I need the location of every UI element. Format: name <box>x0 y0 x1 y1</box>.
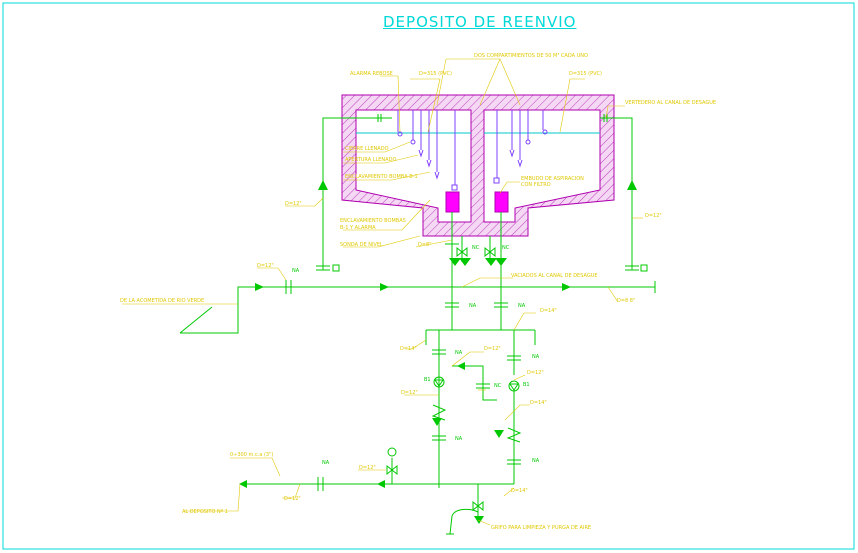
flow-arrows <box>239 180 637 524</box>
label-na-f: NA <box>532 458 540 464</box>
label-na-c: NA <box>455 350 463 356</box>
label-embudo: EMBUDO DE ASPIRACION <box>521 176 584 182</box>
suction-filter-left <box>445 191 460 213</box>
label-vaciados: VACIADOS AL CANAL DE DESAGUE <box>511 273 598 279</box>
label-d14-right: D=14" <box>530 400 547 406</box>
label-cierre-llenado: CIERRE LLENADO <box>345 146 389 152</box>
label-apertura-llenado: APERTURA LLENADO <box>345 157 397 163</box>
label-nc-1: NC <box>472 245 480 251</box>
drawing-title: DEPOSITO DE REENVIO <box>383 13 577 31</box>
label-d14-left: D=14" <box>400 346 417 352</box>
label-d14-top: D=14" <box>540 308 557 314</box>
label-na-e: NA <box>455 436 463 442</box>
label-sonda-nivel: SONDA DE NIVEL <box>340 242 383 248</box>
label-d8-center: D=8" <box>418 242 432 248</box>
label-enclavamiento-b1: ENCLAVAMIENTO BOMBA B-1 <box>345 174 418 180</box>
label-d12-right: D=12" <box>645 213 662 219</box>
label-nc-2: NC <box>502 245 510 251</box>
label-compartments: DOS COMPARTIMIENTOS DE 50 M³ CADA UNO <box>474 53 588 59</box>
label-d315-right: D=315 (PVC) <box>569 71 603 77</box>
label-d14-bottom: D=14" <box>511 488 528 494</box>
label-na-inlet: NA <box>292 268 300 274</box>
suction-filter-right <box>494 191 509 213</box>
label-con-filtro: CON FILTRO <box>521 182 551 188</box>
label-grifo: GRIFO PARA LIMPIEZA Y PURGA DE AIRE <box>491 525 592 531</box>
tank <box>341 94 615 237</box>
label-alarma-rebose: ALARMA REBOSE <box>350 71 393 77</box>
label-b1-right: B1 <box>523 382 530 388</box>
label-d12-top: D=12" <box>257 263 274 269</box>
leader-lines <box>122 58 643 526</box>
label-manometer: 0÷300 m.c.a (3") <box>230 452 274 458</box>
label-na-b: NA <box>518 303 526 309</box>
label-d12-outlet: D=12" <box>359 465 376 471</box>
level-instruments <box>397 110 548 191</box>
label-al-deposito: AL DEPOSITO Nº 1 <box>182 509 228 515</box>
label-nc-mid: NC <box>494 383 502 389</box>
label-acometida: DE LA ACOMETIDA DE RIO VERDE <box>120 298 205 304</box>
label-d12-pump: D=12" <box>401 390 418 396</box>
label-d12-mid: D=12" <box>484 346 501 352</box>
label-d12-left: D=12" <box>285 201 302 207</box>
label-enclav-bombas: ENCLAVAMIENTO BOMBAS <box>340 218 406 224</box>
label-na-outlet: NA <box>322 460 330 466</box>
label-b1-alarma: B-1 Y ALARMA <box>340 225 376 231</box>
label-d315-left: D=315 (PVC) <box>419 71 453 77</box>
label-na-a: NA <box>469 303 477 309</box>
label-na-d: NA <box>532 354 540 360</box>
label-b1-left: B1 <box>424 377 431 383</box>
label-d8-right: D=8 8" <box>617 298 636 304</box>
label-d12-outlet2: D=12" <box>284 496 301 502</box>
label-vertedero: VERTEDERO AL CANAL DE DESAGUE <box>625 100 717 106</box>
label-d12-right2: D=12" <box>527 370 544 376</box>
outlet-valves <box>456 246 496 258</box>
